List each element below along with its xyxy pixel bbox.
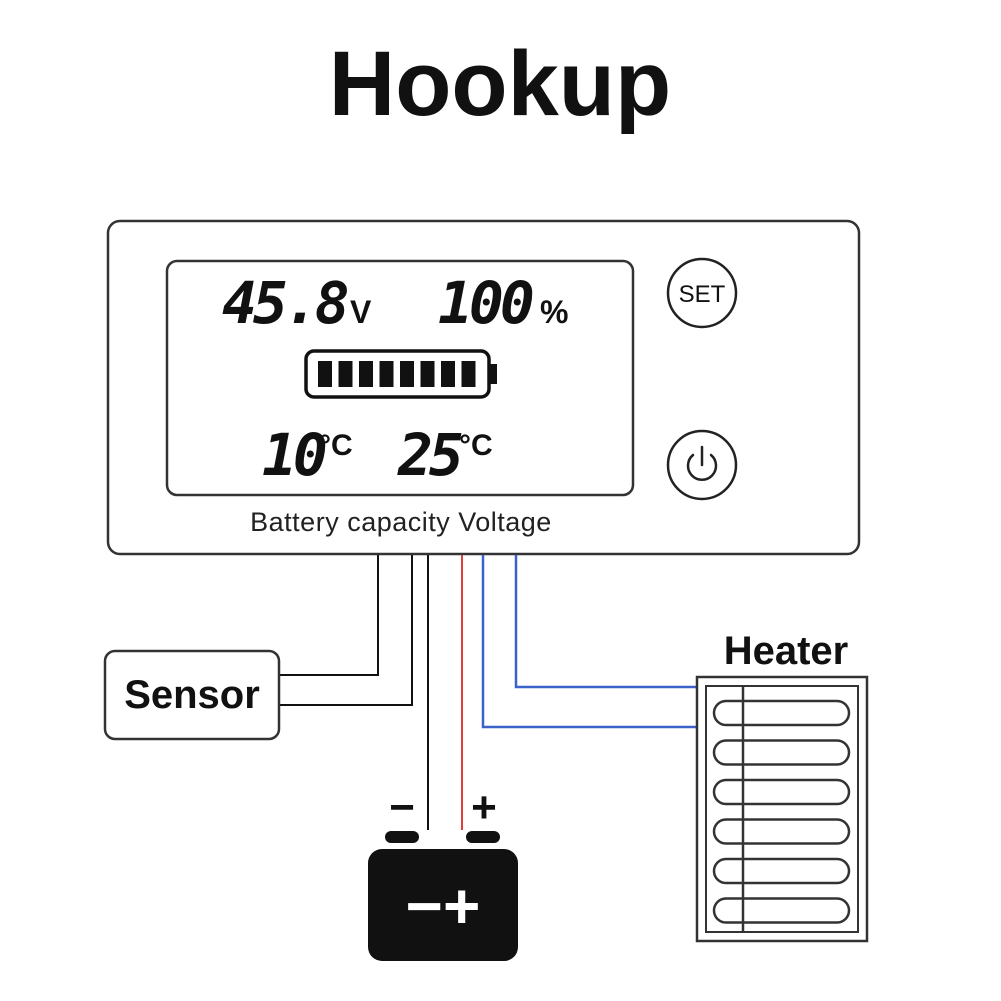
battery-positive-terminal [466, 831, 500, 843]
battery-level-segments [318, 361, 476, 387]
device-caption: Battery capacity Voltage [250, 507, 552, 537]
battery-level-segment [441, 361, 455, 387]
heater-coil-loop [712, 778, 851, 806]
set-button-ring[interactable] [666, 257, 738, 329]
heater-frame-inner [705, 685, 859, 933]
battery-level-segment [420, 361, 435, 387]
sensor-component: Sensor [103, 649, 281, 741]
temp-high-readout: 25 [397, 421, 462, 489]
temp-low-unit: °C [319, 429, 353, 462]
battery-level-tip [489, 364, 497, 384]
sensor-wire-2 [279, 555, 413, 706]
battery-face-signs: −+ [406, 870, 481, 942]
battery-negative-terminal [385, 831, 419, 843]
sensor-wires [279, 555, 413, 706]
heater-wire-2 [481, 555, 697, 729]
heater-label: Heater [724, 629, 849, 673]
temp-high-unit: °C [459, 429, 493, 462]
set-button[interactable]: SET [666, 257, 738, 329]
battery-level-segment [338, 361, 353, 387]
heater-wire-1 [514, 555, 697, 689]
battery-plus-sign: + [471, 783, 497, 832]
battery-level-segment [379, 361, 394, 387]
capacity-unit: % [540, 294, 568, 330]
power-button[interactable] [666, 429, 738, 501]
battery-level-segment [318, 361, 332, 387]
heater-component: Heater [695, 629, 869, 943]
heater-element [712, 699, 851, 924]
heater-coil-loop [712, 857, 851, 885]
set-button-label: SET [679, 281, 726, 308]
temp-low-readout: 10 [262, 421, 326, 489]
heater-coil-loop [712, 897, 851, 924]
battery-level-segment [461, 361, 476, 387]
voltage-unit: V [350, 294, 372, 330]
battery-level-segment [400, 361, 414, 387]
battery-body [368, 849, 518, 961]
battery-minus-sign: − [389, 783, 415, 832]
heater-coil-loop [712, 699, 851, 727]
page-title: Hookup [329, 33, 671, 135]
sensor-box [103, 649, 281, 741]
heater-wires [481, 555, 697, 729]
power-icon [686, 445, 718, 481]
heater-coil-loop [712, 818, 851, 845]
heater-coil-loop [712, 739, 851, 766]
voltage-readout: 45.8 [222, 269, 348, 337]
battery-level-segment [359, 361, 373, 387]
sensor-wire-1 [279, 555, 379, 676]
capacity-readout: 100 [438, 269, 533, 337]
battery-level-indicator [304, 349, 497, 399]
sensor-label: Sensor [124, 673, 260, 717]
battery-component: − + −+ [368, 783, 518, 961]
